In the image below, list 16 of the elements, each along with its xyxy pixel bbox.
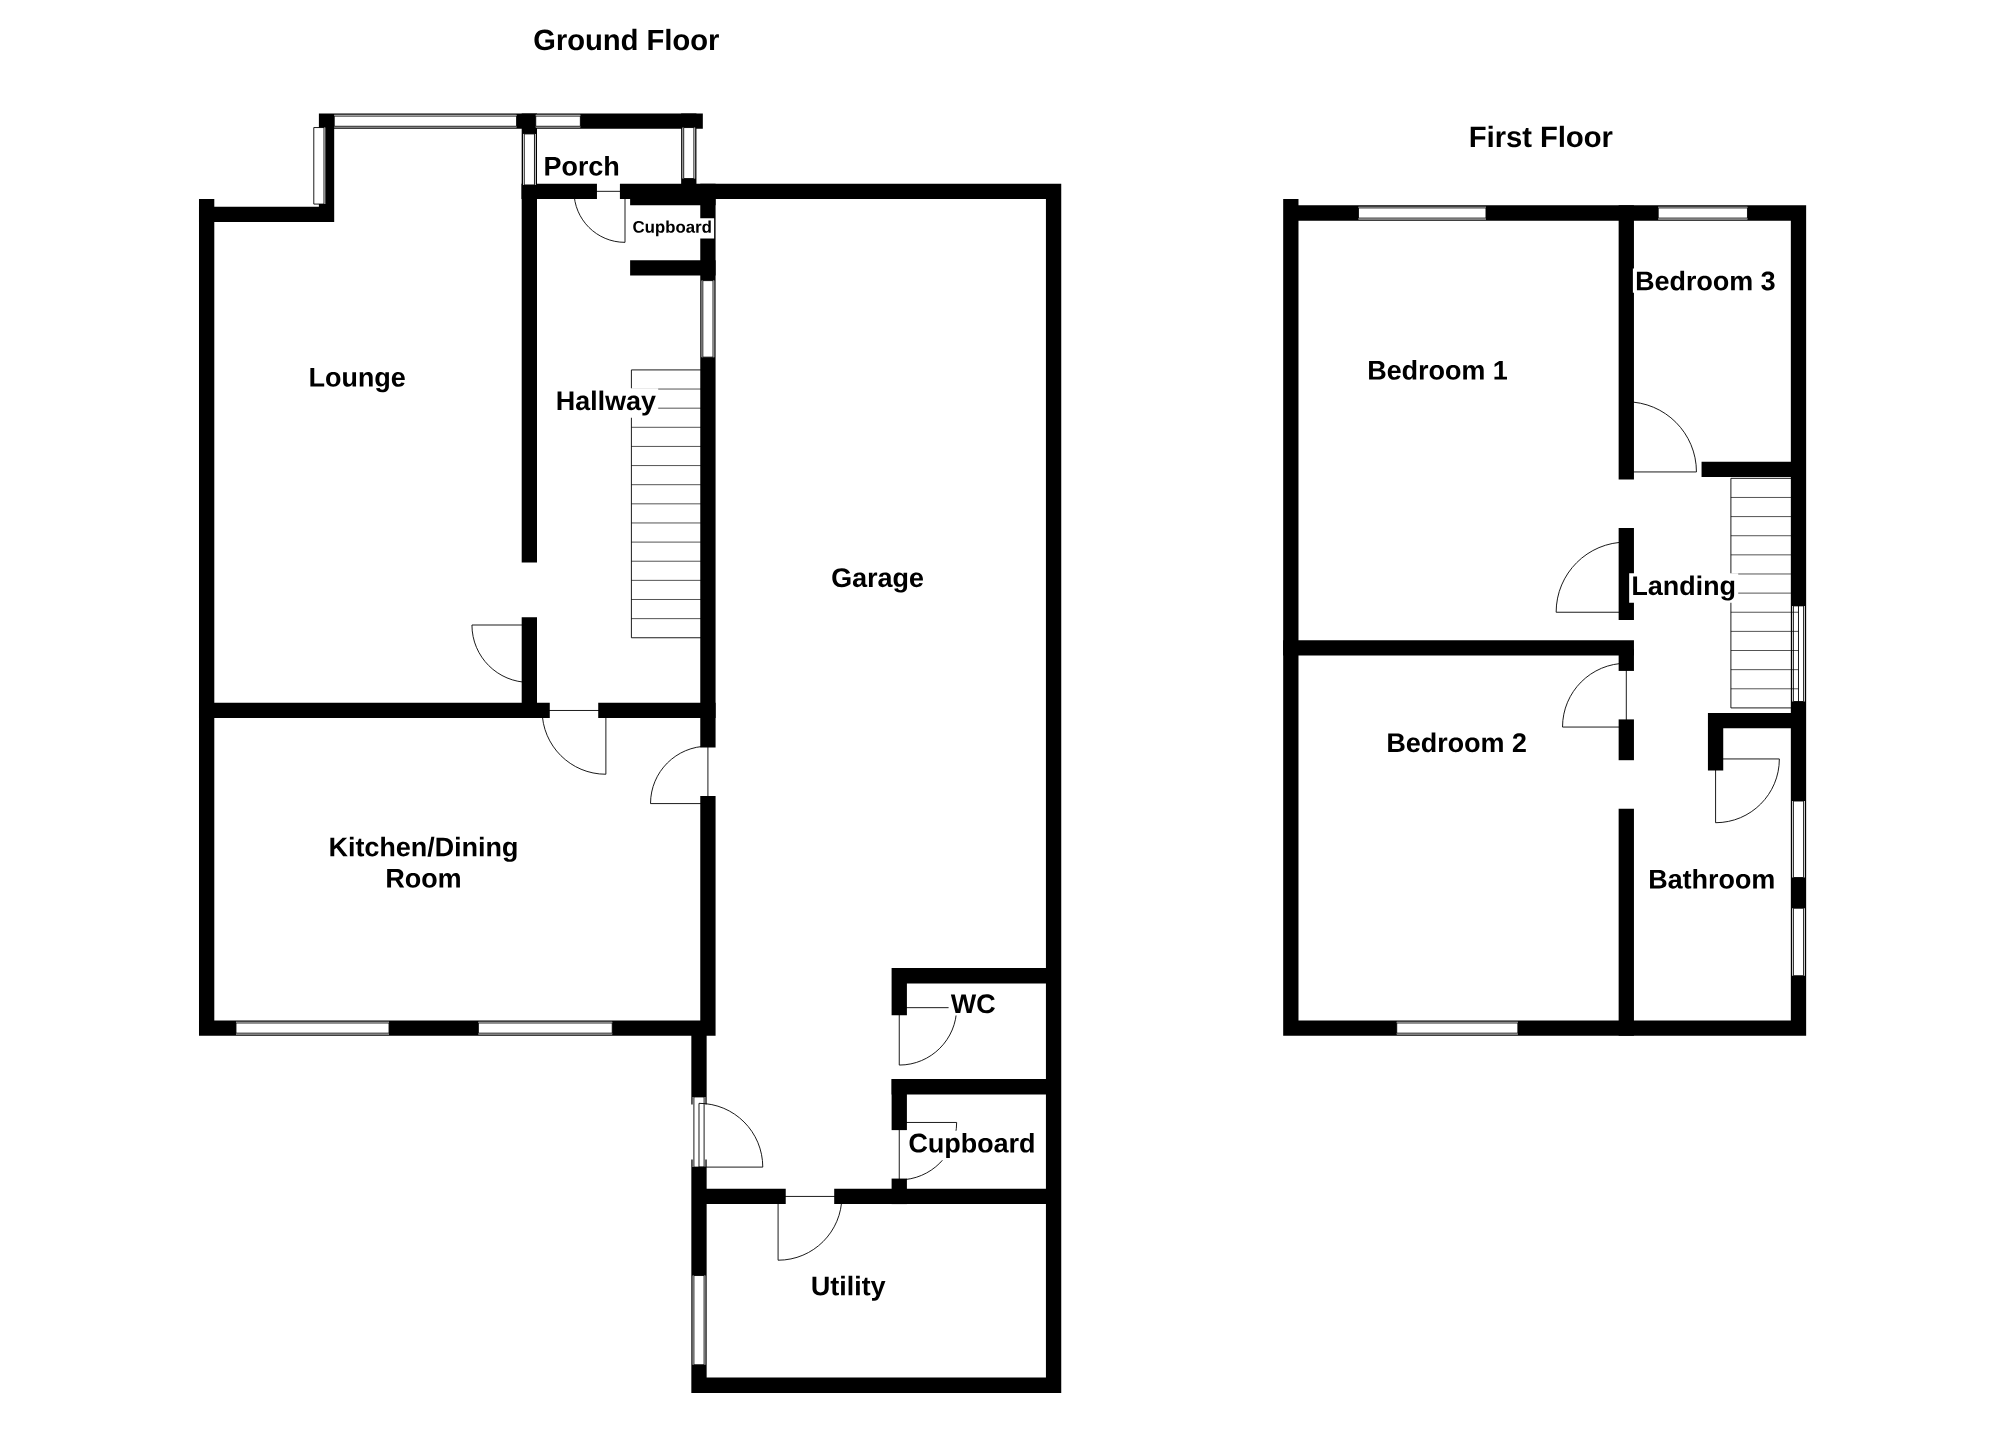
room-label: WC (948, 992, 998, 1016)
room-label: Landing (1629, 573, 1739, 603)
room-label: Porch (541, 153, 622, 178)
room-label: Bedroom 1 (1365, 357, 1510, 382)
floor-heading: Ground Floor (531, 26, 722, 53)
room-label: Cupboard (906, 1130, 1038, 1161)
room-label: Hallway (553, 388, 659, 418)
room-label: Bedroom 2 (1384, 730, 1530, 755)
floor-heading: First Floor (1466, 123, 1616, 150)
room-label: Utility (808, 1273, 888, 1304)
room-label: Bathroom (1646, 866, 1778, 891)
room-label: Bedroom 3 (1632, 268, 1778, 293)
room-label: Lounge (306, 365, 408, 395)
room-label: Cupboard (630, 218, 715, 239)
room-label: Kitchen/Dining Room (319, 834, 528, 891)
room-label: Garage (828, 565, 927, 595)
